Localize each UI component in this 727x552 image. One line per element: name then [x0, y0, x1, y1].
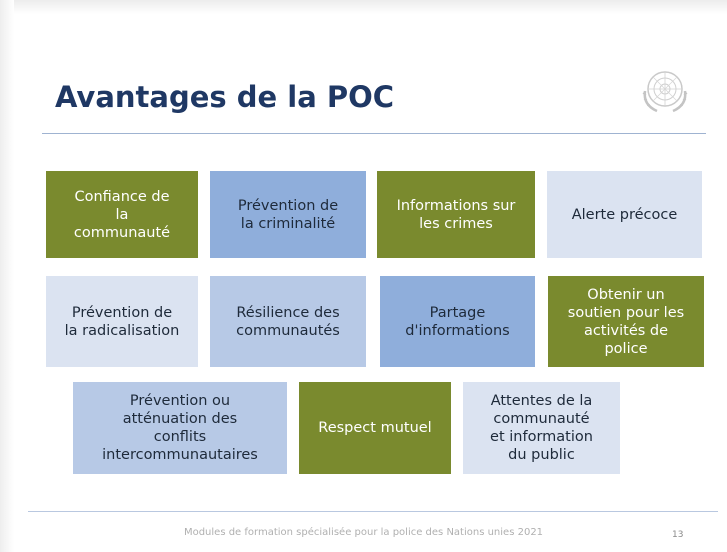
tile-partage-informations: Partage d'informations	[380, 276, 535, 367]
tile-confiance-communaute: Confiance de la communauté	[46, 171, 198, 258]
tile-prevention-radicalisation: Prévention de la radicalisation	[46, 276, 198, 367]
tile-attentes-communaute: Attentes de la communauté et information…	[463, 382, 620, 474]
tile-prevention-criminalite: Prévention de la criminalité	[210, 171, 366, 258]
un-emblem-icon	[642, 71, 688, 113]
tile-prevention-conflits: Prévention ou atténuation des conflits i…	[73, 382, 287, 474]
footer-divider	[28, 511, 718, 512]
tile-resilience-communautes: Résilience des communautés	[210, 276, 366, 367]
slide-title: Avantages de la POC	[55, 80, 395, 114]
title-divider	[42, 133, 706, 134]
tile-alerte-precoce: Alerte précoce	[547, 171, 702, 258]
window-top-edge	[0, 0, 727, 14]
tile-soutien-activites-police: Obtenir un soutien pour les activités de…	[548, 276, 704, 367]
tile-respect-mutuel: Respect mutuel	[299, 382, 451, 474]
page-number: 13	[672, 530, 684, 540]
tile-informations-crimes: Informations sur les crimes	[377, 171, 535, 258]
footer-text: Modules de formation spécialisée pour la…	[183, 527, 544, 538]
window-left-edge	[0, 0, 14, 552]
